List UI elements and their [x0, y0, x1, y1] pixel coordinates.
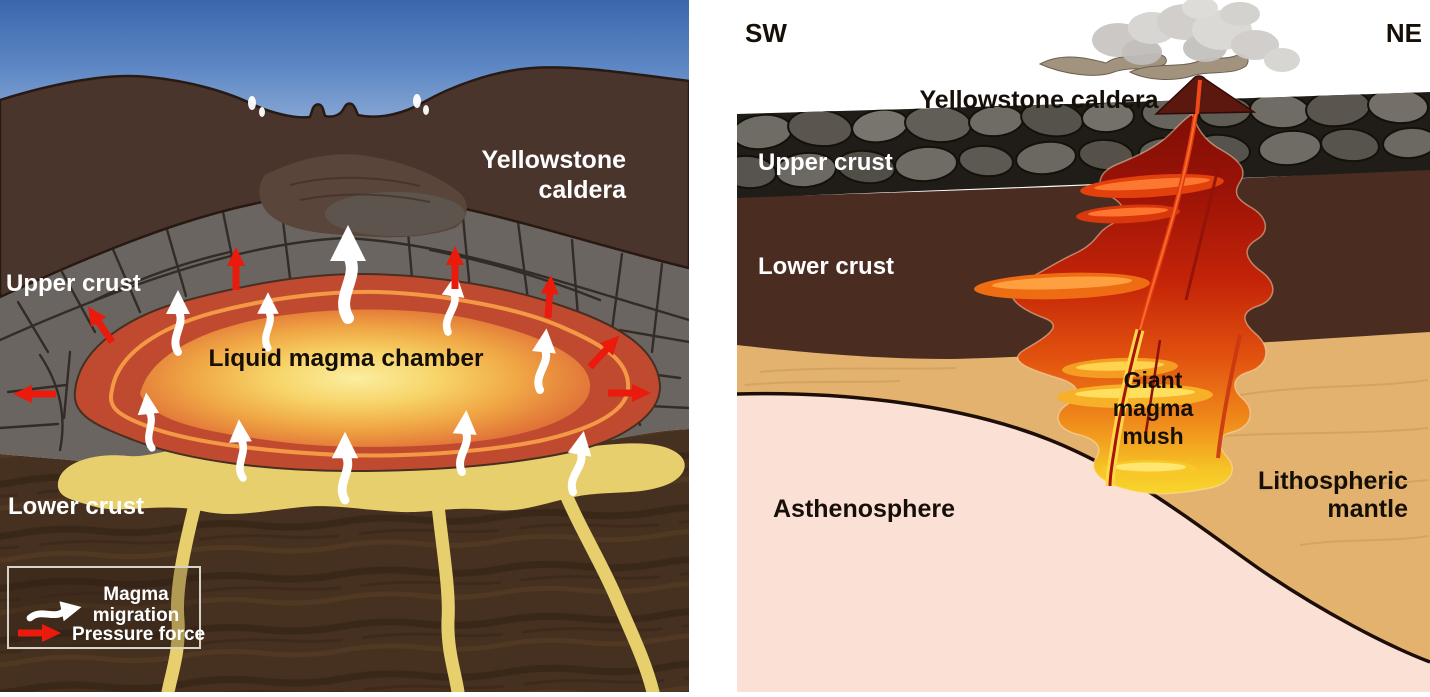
label-yellowstone-caldera-line2: caldera — [538, 176, 627, 204]
label-lower-crust: Lower crust — [8, 493, 144, 520]
label-liquid-magma-chamber: Liquid magma chamber — [208, 345, 483, 372]
label-asthenosphere: Asthenosphere — [773, 495, 955, 523]
resurgent-dome — [259, 154, 467, 238]
volcano-lava-conduit — [1195, 79, 1202, 115]
left-panel-cross-section: Yellowstone caldera Upper crust Liquid m… — [0, 0, 691, 697]
label-yellowstone-caldera-line1: Yellowstone — [482, 146, 627, 174]
magma-dikes — [161, 473, 660, 697]
compass-sw: SW — [745, 18, 787, 48]
label-lithospheric-mantle-line1: Lithospheric — [1258, 467, 1408, 495]
compass-ne: NE — [1386, 18, 1422, 48]
label-upper-crust: Upper crust — [6, 270, 141, 297]
label-right-yellowstone-caldera: Yellowstone caldera — [920, 86, 1160, 114]
magma-chamber-core — [140, 309, 591, 447]
label-giant-magma-mush-line1: Giant — [1124, 367, 1183, 393]
label-giant-magma-mush-line2: magma — [1113, 395, 1194, 421]
geyser-steam — [248, 94, 429, 117]
label-right-lower-crust: Lower crust — [758, 253, 894, 280]
label-right-upper-crust: Upper crust — [758, 149, 893, 176]
label-lithospheric-mantle-line2: mantle — [1327, 495, 1408, 523]
magma-conduits — [1105, 79, 1242, 487]
legend-box: Magma migration Pressure force — [7, 566, 205, 649]
asthenosphere-region — [737, 393, 1430, 692]
legend-pressure-label: Pressure force — [72, 624, 205, 645]
smoke-plume — [1092, 0, 1300, 72]
legend-magma-label-line1: Magma — [103, 584, 169, 605]
left-panel-illustration: Yellowstone caldera Upper crust Liquid m… — [0, 0, 691, 697]
label-giant-magma-mush-line3: mush — [1122, 423, 1183, 449]
volcano — [1154, 75, 1257, 115]
legend-magma-label-line2: migration — [93, 605, 180, 626]
